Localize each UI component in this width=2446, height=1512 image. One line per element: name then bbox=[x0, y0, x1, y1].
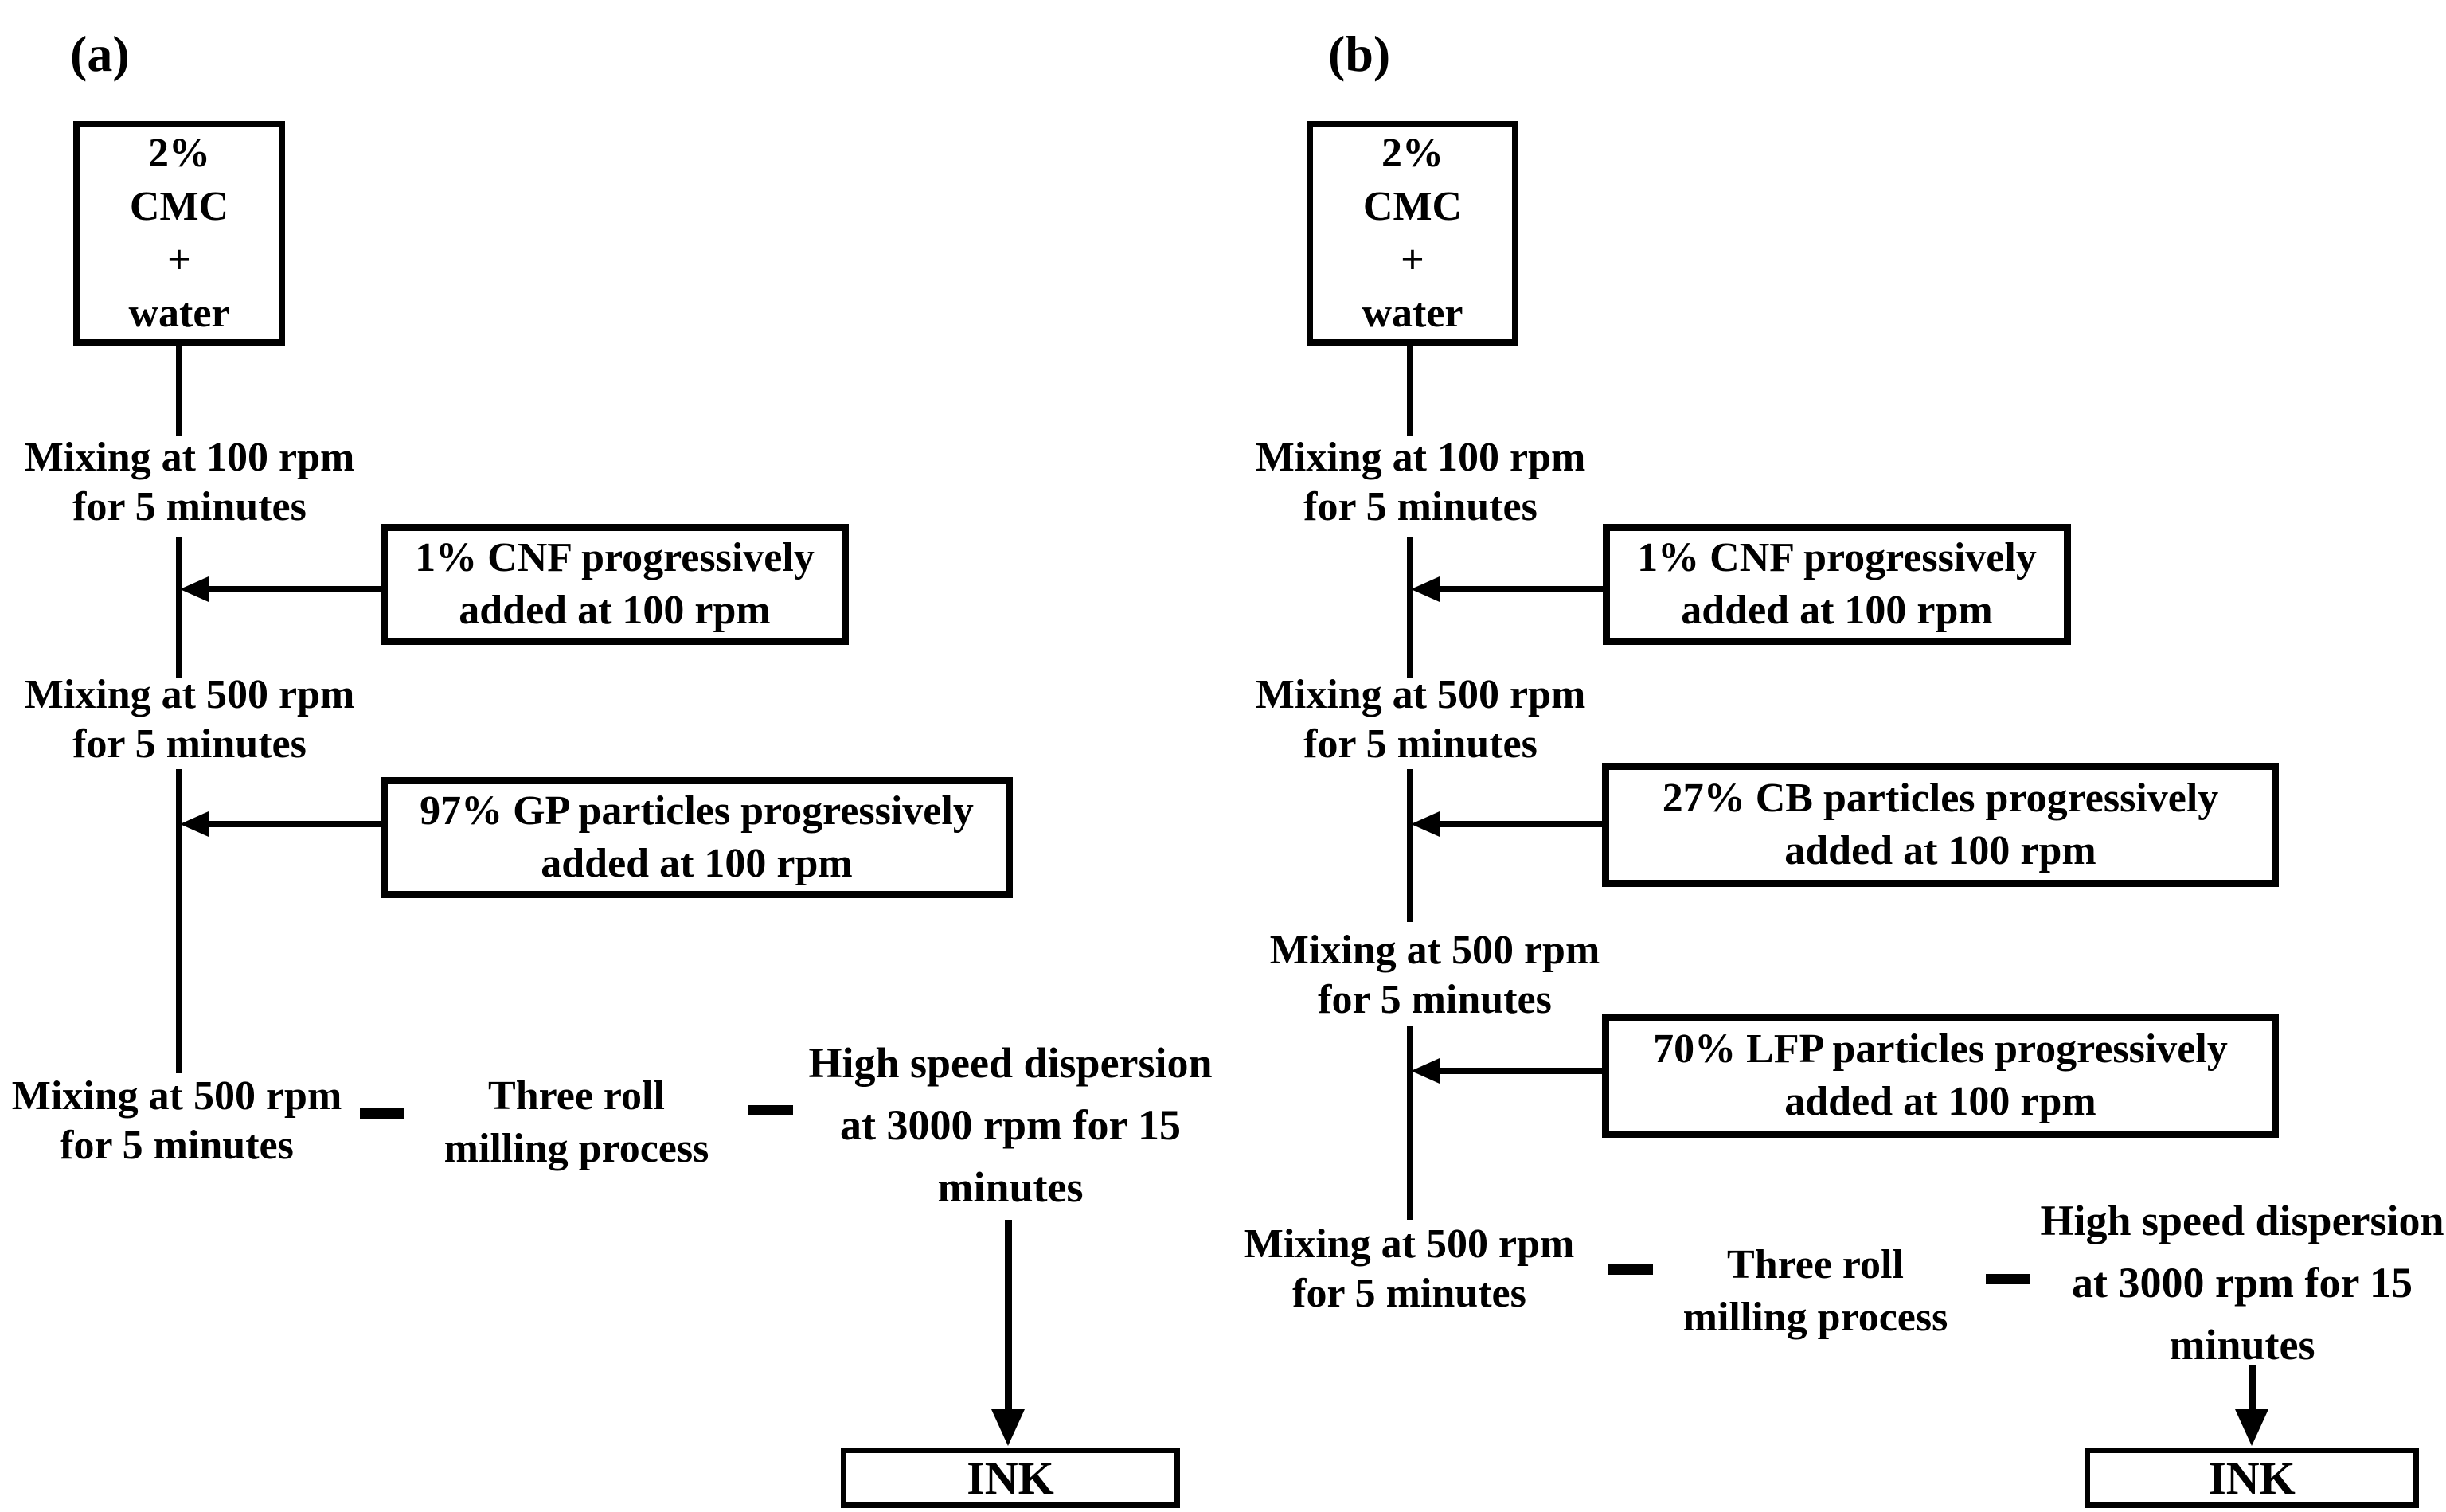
cmc-water-source-box-b: 2% CMC + water bbox=[1307, 121, 1518, 346]
step-mixing-500-b1: Mixing at 500 rpm for 5 minutes bbox=[1255, 672, 1586, 767]
step-mixing-500-b3: Mixing at 500 rpm for 5 minutes bbox=[1244, 1221, 1575, 1316]
step-high-speed-a: High speed dispersion at 3000 rpm for 15… bbox=[808, 1039, 1213, 1211]
panel-b-label: (b) bbox=[1328, 25, 1391, 82]
gp-arrow-shaft-a bbox=[207, 821, 381, 827]
flow-line-a-3 bbox=[176, 769, 182, 1073]
flow-line-a-2 bbox=[176, 537, 182, 678]
flow-line-b-1 bbox=[1407, 346, 1413, 436]
cb-arrow-shaft-b bbox=[1438, 821, 1602, 827]
connector-dash-b-2 bbox=[1986, 1274, 2030, 1284]
step-three-roll-b: Three roll milling process bbox=[1682, 1242, 1948, 1340]
cb-additive-box-b: 27% CB particles progressively added at … bbox=[1602, 763, 2279, 887]
flow-line-b-3 bbox=[1407, 769, 1413, 922]
step-mixing-500-a1: Mixing at 500 rpm for 5 minutes bbox=[24, 672, 355, 767]
lfp-arrow-shaft-b bbox=[1438, 1068, 1602, 1074]
down-arrow-shaft-b bbox=[2249, 1365, 2256, 1411]
cnf-additive-box-b: 1% CNF progressively added at 100 rpm bbox=[1603, 524, 2071, 645]
ink-result-box-b: INK bbox=[2085, 1448, 2419, 1508]
cnf-arrow-shaft-a bbox=[207, 586, 381, 592]
panel-a-label: (a) bbox=[70, 25, 130, 82]
cnf-arrowhead-left-icon-a bbox=[180, 576, 209, 602]
connector-dash-b-1 bbox=[1608, 1264, 1653, 1275]
step-high-speed-b: High speed dispersion at 3000 rpm for 15… bbox=[2040, 1197, 2444, 1369]
ink-result-box-a: INK bbox=[841, 1448, 1180, 1508]
step-mixing-500-a2: Mixing at 500 rpm for 5 minutes bbox=[11, 1073, 342, 1168]
flow-line-b-2 bbox=[1407, 537, 1413, 678]
step-mixing-500-b2: Mixing at 500 rpm for 5 minutes bbox=[1269, 928, 1600, 1022]
flow-line-b-4 bbox=[1407, 1026, 1413, 1220]
connector-dash-a-2 bbox=[748, 1105, 793, 1115]
cmc-water-source-box-a: 2% CMC + water bbox=[73, 121, 285, 346]
flow-line-a-1 bbox=[176, 346, 182, 436]
down-arrowhead-icon-b bbox=[2235, 1409, 2268, 1446]
cnf-arrowhead-left-icon-b bbox=[1411, 576, 1440, 602]
step-mixing-100-b: Mixing at 100 rpm for 5 minutes bbox=[1255, 435, 1586, 529]
gp-additive-box-a: 97% GP particles progressively added at … bbox=[381, 777, 1013, 898]
down-arrowhead-icon-a bbox=[991, 1409, 1025, 1446]
lfp-arrowhead-left-icon-b bbox=[1411, 1058, 1440, 1084]
cnf-additive-box-a: 1% CNF progressively added at 100 rpm bbox=[381, 524, 849, 645]
lfp-additive-box-b: 70% LFP particles progressively added at… bbox=[1602, 1014, 2279, 1138]
down-arrow-shaft-a bbox=[1005, 1220, 1012, 1411]
cb-arrowhead-left-icon-b bbox=[1411, 811, 1440, 837]
step-mixing-100-a: Mixing at 100 rpm for 5 minutes bbox=[24, 435, 355, 529]
cnf-arrow-shaft-b bbox=[1438, 586, 1603, 592]
gp-arrowhead-left-icon-a bbox=[180, 811, 209, 837]
connector-dash-a-1 bbox=[360, 1108, 404, 1119]
step-three-roll-a: Three roll milling process bbox=[443, 1073, 709, 1171]
